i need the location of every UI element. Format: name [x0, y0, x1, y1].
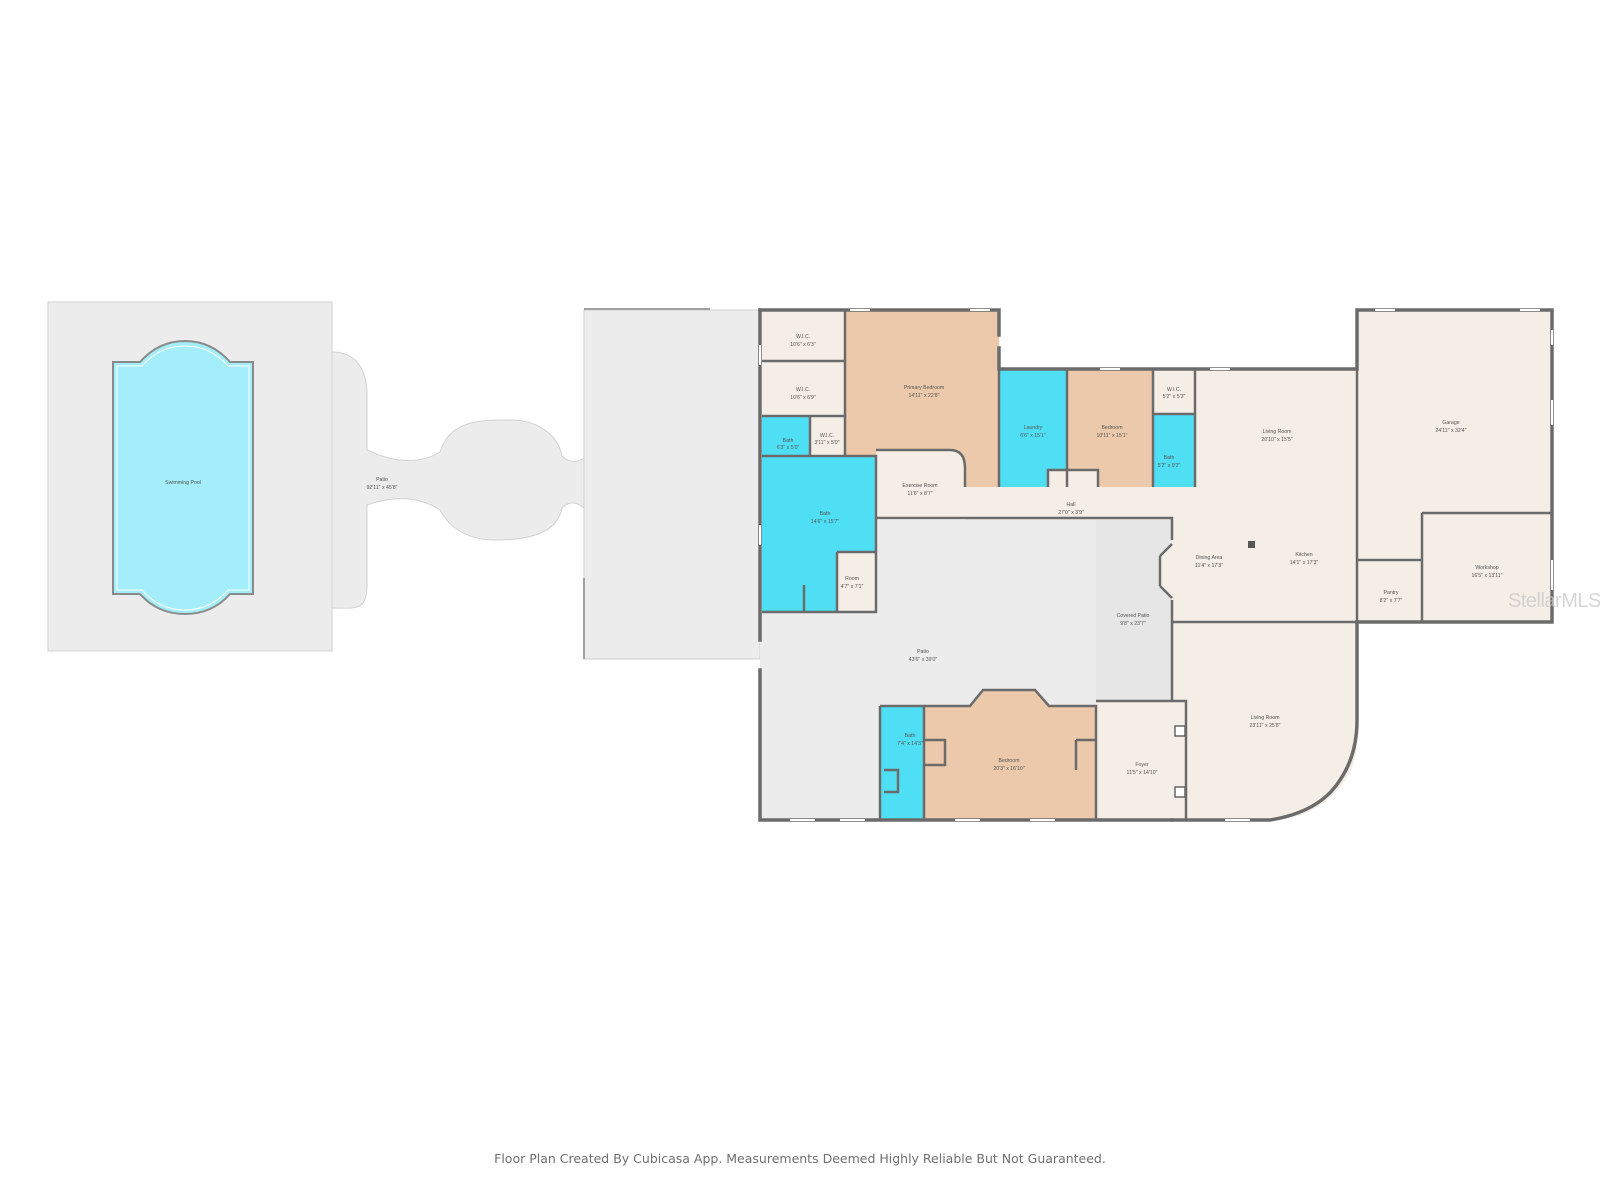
rooms: [760, 311, 1552, 820]
svg-text:Laundry: Laundry: [1024, 425, 1043, 431]
svg-text:Pantry: Pantry: [1384, 590, 1399, 596]
label-bath-3: Bath 7'4" x 14'3": [897, 733, 923, 747]
svg-text:92'11" x 45'8": 92'11" x 45'8": [367, 485, 398, 491]
svg-text:Bath: Bath: [820, 511, 831, 517]
label-wic-2: W.I.C. 10'6" x 6'9": [790, 387, 816, 401]
svg-text:8'2" x 7'7": 8'2" x 7'7": [1380, 598, 1403, 604]
label-primary-bedroom: Primary Bedroom 14'11" x 22'8": [904, 385, 944, 399]
label-bath-2: Bath 5'2" x 9'2": [1158, 455, 1181, 469]
svg-text:Foyer: Foyer: [1135, 762, 1149, 768]
svg-text:27'0" x 3'9": 27'0" x 3'9": [1058, 510, 1084, 516]
label-covered-patio: Covered Patio 9'8" x 23'7": [1117, 613, 1150, 627]
svg-text:10'6" x 6'3": 10'6" x 6'3": [790, 342, 816, 348]
svg-text:11'4" x 17'3": 11'4" x 17'3": [1195, 563, 1223, 569]
svg-text:14'11" x 22'8": 14'11" x 22'8": [909, 393, 940, 399]
svg-text:Living Room: Living Room: [1251, 715, 1280, 721]
svg-text:W.I.C.: W.I.C.: [1167, 387, 1181, 393]
svg-text:14'1" x 17'3": 14'1" x 17'3": [1290, 560, 1319, 566]
svg-text:Kitchen: Kitchen: [1295, 552, 1312, 558]
svg-text:Patio: Patio: [917, 649, 929, 655]
svg-text:W.I.C.: W.I.C.: [820, 433, 834, 439]
fixture-1: [1174, 725, 1186, 737]
label-living-room-1: Living Room 20'10" x 15'5": [1261, 429, 1292, 443]
svg-text:Primary Bedroom: Primary Bedroom: [904, 385, 944, 391]
svg-text:9'8" x 23'7": 9'8" x 23'7": [1120, 621, 1146, 627]
svg-text:Dining Area: Dining Area: [1196, 555, 1223, 561]
svg-text:20'10" x 15'5": 20'10" x 15'5": [1261, 437, 1292, 443]
label-kitchen: Kitchen 14'1" x 17'3": [1290, 552, 1319, 566]
pool-shape: [112, 339, 254, 616]
svg-text:Exercise Room: Exercise Room: [902, 483, 937, 489]
label-pantry: Pantry 8'2" x 7'7": [1380, 590, 1403, 604]
label-foyer: Foyer 11'5" x 14'10": [1127, 762, 1158, 776]
svg-text:3'11" x 5'0": 3'11" x 5'0": [814, 440, 839, 446]
label-living-room-2: Living Room 23'11" x 25'8": [1250, 715, 1281, 729]
side-patio: [583, 309, 761, 660]
label-patio-pool: Patio 92'11" x 45'8": [367, 477, 398, 491]
label-bath-primary: Bath 14'6" x 15'7": [811, 511, 840, 525]
label-wic-4: W.I.C.5'2" x 5'3": [1163, 387, 1186, 400]
label-garage: Garage 24'11" x 32'4": [1436, 420, 1467, 434]
label-room: Room 4'7" x 7'1": [841, 576, 864, 590]
svg-text:7'4" x 14'3": 7'4" x 14'3": [897, 741, 923, 747]
svg-text:Bedroom: Bedroom: [998, 758, 1019, 764]
label-workshop: Workshop 16'5" x 13'11": [1472, 565, 1503, 579]
svg-text:Workshop: Workshop: [1475, 565, 1498, 571]
svg-text:16'5" x 13'11": 16'5" x 13'11": [1472, 573, 1503, 579]
svg-text:Bath: Bath: [1164, 455, 1175, 461]
svg-text:24'11" x 32'4": 24'11" x 32'4": [1436, 428, 1467, 434]
svg-text:20'3" x 16'10": 20'3" x 16'10": [993, 766, 1024, 772]
svg-text:23'11" x 25'8": 23'11" x 25'8": [1250, 723, 1281, 729]
svg-text:Living Room: Living Room: [1263, 429, 1292, 435]
svg-text:W.I.C.: W.I.C.: [796, 387, 810, 393]
kitchen-island-marker: [1248, 541, 1255, 548]
svg-text:Covered Patio: Covered Patio: [1117, 613, 1150, 619]
label-wic-1: W.I.C. 10'6" x 6'3": [790, 334, 816, 348]
label-patio-center: Patio 43'6" x 39'0": [909, 649, 938, 663]
svg-text:6'3" x 5'0": 6'3" x 5'0": [777, 445, 800, 451]
svg-text:10'11" x 15'1": 10'11" x 15'1": [1097, 433, 1128, 439]
label-exercise-room: Exercise Room 11'6" x 8'7": [902, 483, 937, 497]
svg-text:Patio: Patio: [376, 477, 388, 483]
footer-disclaimer: Floor Plan Created By Cubicasa App. Meas…: [494, 1151, 1106, 1166]
svg-text:10'6" x 6'9": 10'6" x 6'9": [790, 395, 816, 401]
label-laundry: Laundry 6'6" x 15'1": [1020, 425, 1046, 439]
svg-text:Hall: Hall: [1067, 502, 1076, 508]
svg-text:43'6" x 39'0": 43'6" x 39'0": [909, 657, 938, 663]
svg-text:11'5" x 14'10": 11'5" x 14'10": [1127, 770, 1158, 776]
svg-text:4'7" x 7'1": 4'7" x 7'1": [841, 584, 864, 590]
svg-text:5'2" x 9'2": 5'2" x 9'2": [1158, 463, 1181, 469]
svg-text:Bath: Bath: [905, 733, 916, 739]
svg-text:Bath: Bath: [783, 438, 794, 444]
svg-text:6'6" x 15'1": 6'6" x 15'1": [1020, 433, 1046, 439]
svg-text:Garage: Garage: [1442, 420, 1459, 426]
label-hall: Hall 27'0" x 3'9": [1058, 502, 1084, 516]
room-labels: Swimming Pool Patio 92'11" x 45'8" W.I.C.…: [165, 334, 1503, 776]
label-wic-3: W.I.C.3'11" x 5'0": [814, 433, 839, 446]
label-swimming-pool: Swimming Pool: [165, 480, 201, 486]
windows: [759, 309, 1553, 821]
svg-text:Swimming Pool: Swimming Pool: [165, 480, 201, 486]
label-bedroom-1: Bedroom 10'11" x 15'1": [1097, 425, 1128, 439]
svg-text:W.I.C.: W.I.C.: [796, 334, 810, 340]
svg-text:14'6" x 15'7": 14'6" x 15'7": [811, 519, 840, 525]
svg-text:Room: Room: [845, 576, 859, 582]
svg-text:11'6" x 8'7": 11'6" x 8'7": [907, 491, 932, 497]
svg-text:Bedroom: Bedroom: [1101, 425, 1122, 431]
label-bedroom-2: Bedroom 20'3" x 16'10": [993, 758, 1024, 772]
watermark: StellarMLS: [1508, 590, 1600, 612]
fixture-2: [1174, 786, 1186, 798]
pool-area: [47, 301, 585, 652]
svg-text:5'2" x 5'3": 5'2" x 5'3": [1163, 394, 1186, 400]
label-dining-area: Dining Area 11'4" x 17'3": [1195, 555, 1223, 569]
